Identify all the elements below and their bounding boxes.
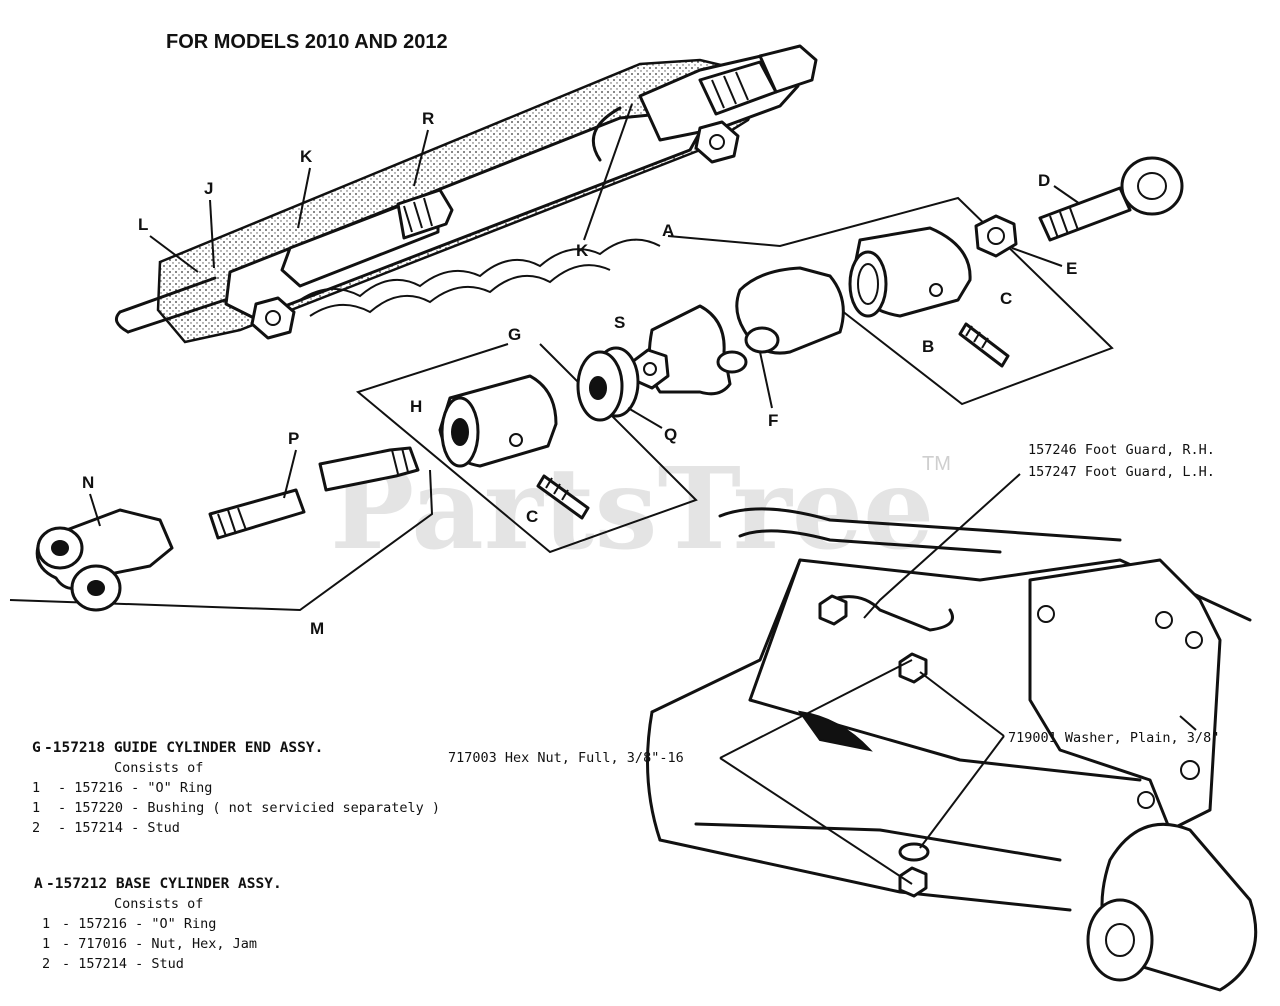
watermark-tm: TM xyxy=(922,453,951,475)
base-note-item-3-text: - 157214 - Stud xyxy=(62,956,184,972)
callout-D: D xyxy=(1038,171,1050,190)
callout-F: F xyxy=(768,411,778,430)
guide-note-item-2-qty: 1 xyxy=(32,800,40,816)
callout-R: R xyxy=(422,109,434,128)
label-hex-nut: 717003 Hex Nut, Full, 3/8"-16 xyxy=(448,750,684,766)
base-cylinder-note: A -157212 BASE CYLINDER ASSY. Consists o… xyxy=(34,876,282,972)
base-note-item-2-qty: 1 xyxy=(42,936,50,952)
deck-illustration xyxy=(646,473,1258,992)
guide-note-item-3-qty: 2 xyxy=(32,820,40,836)
guide-note-item-3-text: - 157214 - Stud xyxy=(58,820,180,836)
callout-B: B xyxy=(922,337,934,356)
callout-M: M xyxy=(310,619,324,638)
callout-L: L xyxy=(138,215,148,234)
cutaway-callouts: L J K R K xyxy=(138,103,633,273)
guide-note-item-1-qty: 1 xyxy=(32,780,40,796)
callout-H: H xyxy=(410,397,422,416)
label-foot-guard-lh: 157247 Foot Guard, L.H. xyxy=(1028,464,1215,480)
guide-cylinder-group: G F S Q H C xyxy=(355,304,778,554)
label-foot-guard-rh: 157246 Foot Guard, R.H. xyxy=(1028,442,1215,458)
callout-K-upper: K xyxy=(300,147,313,166)
callout-A: A xyxy=(662,221,674,240)
diagram-title: FOR MODELS 2010 AND 2012 xyxy=(166,31,448,53)
guide-note-item-1-text: - 157216 - "O" Ring xyxy=(58,780,212,796)
callout-C-lower: C xyxy=(526,507,538,526)
base-note-item-1-text: - 157216 - "O" Ring xyxy=(62,916,216,932)
guide-note-consists: Consists of xyxy=(114,760,203,776)
callout-C-upper: C xyxy=(1000,289,1012,308)
rod-clevis-group: M P N xyxy=(9,429,434,638)
callout-S: S xyxy=(614,313,625,332)
base-note-consists: Consists of xyxy=(114,896,203,912)
guide-note-heading: -157218 GUIDE CYLINDER END ASSY. xyxy=(44,740,323,756)
callout-P: P xyxy=(288,429,299,448)
callout-G: G xyxy=(508,325,521,344)
base-note-letter: A xyxy=(34,876,43,892)
base-note-item-1-qty: 1 xyxy=(42,916,50,932)
part-name-labels: 157246 Foot Guard, R.H. 157247 Foot Guar… xyxy=(448,442,1219,766)
base-cylinder-group: A B E D C xyxy=(662,156,1184,406)
callout-Q: Q xyxy=(664,425,677,444)
callout-E: E xyxy=(1066,259,1077,278)
label-washer: 719001 Washer, Plain, 3/8" xyxy=(1008,730,1219,746)
base-note-heading: -157212 BASE CYLINDER ASSY. xyxy=(46,876,282,892)
watermark: PartsTree TM xyxy=(330,444,951,575)
base-note-item-3-qty: 2 xyxy=(42,956,50,972)
guide-note-item-2-text: - 157220 - Bushing ( not servicied separ… xyxy=(58,800,440,816)
callout-K-lower: K xyxy=(576,241,589,260)
callout-N: N xyxy=(82,473,94,492)
base-note-item-2-text: - 717016 - Nut, Hex, Jam xyxy=(62,936,257,952)
cylinder-cutaway-illustration xyxy=(114,44,818,344)
watermark-text: PartsTree xyxy=(330,444,934,575)
guide-note-letter: G xyxy=(32,740,41,756)
guide-cylinder-note: G -157218 GUIDE CYLINDER END ASSY. Consi… xyxy=(32,740,440,836)
callout-J: J xyxy=(204,179,213,198)
